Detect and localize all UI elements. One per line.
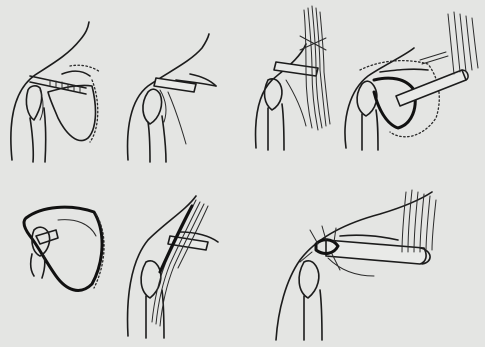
panel-step-6 <box>128 196 218 338</box>
panel-step-7 <box>276 190 436 340</box>
drill-guide <box>30 76 86 94</box>
shoulder-outline <box>256 44 306 148</box>
shoulder-outline <box>128 34 209 160</box>
suture-line <box>420 52 448 64</box>
humerus-shaft-left <box>148 122 150 162</box>
scapula-line <box>286 80 306 126</box>
humeral-head <box>265 79 282 110</box>
panel-step-5 <box>24 207 104 290</box>
panel-step-3 <box>256 6 330 150</box>
humerus-shaft-right <box>162 290 164 338</box>
humerus-shaft-right <box>162 116 166 162</box>
tendon-strand-1 <box>402 192 406 252</box>
humeral-head <box>141 261 161 298</box>
humeral-head <box>357 81 377 116</box>
clavicle-tip <box>62 71 90 76</box>
clavicle <box>340 235 398 240</box>
clavicle <box>380 69 428 72</box>
coracoid <box>36 230 58 244</box>
humeral-head <box>299 261 319 298</box>
tendon-strand-2 <box>454 12 460 72</box>
tendon-strand-1 <box>448 14 454 74</box>
humerus-shaft-right <box>376 110 378 150</box>
tendon-strand-4 <box>420 194 424 252</box>
scapula-outline <box>48 85 95 140</box>
panel-step-4 <box>345 12 478 150</box>
tendon-strand-5 <box>472 18 478 68</box>
humeral-head <box>143 89 162 124</box>
panel-step-2 <box>128 34 216 162</box>
humerus-shaft-right <box>320 290 322 340</box>
scapula-line <box>168 92 186 144</box>
humerus-shaft-right <box>282 104 284 150</box>
tendon-strand-3 <box>460 14 466 72</box>
inner-contour <box>58 220 96 236</box>
tendon-strand-5 <box>320 12 330 124</box>
shoulder-outline <box>276 192 432 340</box>
panel-step-1 <box>11 22 100 162</box>
graft-bar <box>326 240 426 264</box>
humerus-shaft-left <box>30 118 33 162</box>
humeral-head <box>26 86 41 120</box>
graft-bar <box>274 62 318 76</box>
tendon-strand-2 <box>408 190 412 252</box>
tendon-strand-5 <box>426 196 430 252</box>
tendon-strand-6 <box>432 200 436 250</box>
humerus-shaft-right <box>44 108 46 162</box>
tendon-strand-4 <box>466 16 472 70</box>
graft-bar <box>396 70 466 106</box>
